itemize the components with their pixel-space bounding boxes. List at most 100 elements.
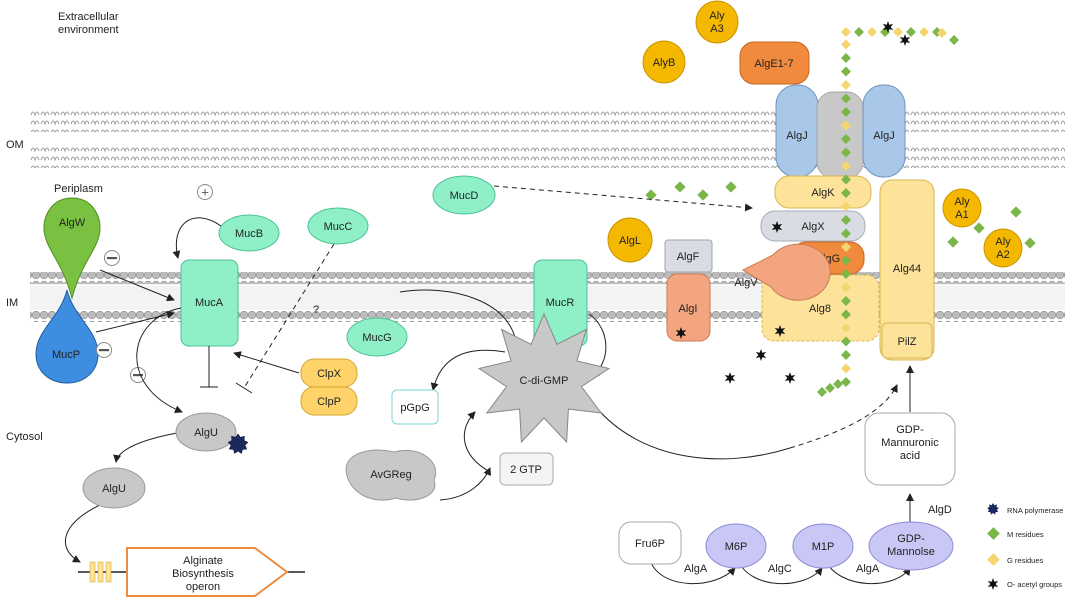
muc-b-node: MucB — [218, 214, 280, 252]
alg-j-right-label: AlgJ — [873, 130, 894, 142]
polymer-residue — [817, 387, 827, 397]
free-residues — [645, 181, 1036, 249]
aly-a1-label-line-1: A1 — [955, 209, 968, 221]
operon-label-line-2: operon — [186, 581, 220, 593]
alg-a-enzyme-label-2: AlgA — [856, 563, 880, 575]
muc-g-node: MucG — [346, 317, 408, 357]
rna-polymerase-icon — [227, 433, 249, 454]
gdp-mannose-node: GDP-Mannolse — [868, 521, 954, 571]
alg-j-left-label: AlgJ — [786, 130, 807, 142]
m1p-label: M1P — [812, 541, 835, 553]
legend-label-m-residues: M residues — [1007, 530, 1044, 539]
polymer-residue — [841, 39, 851, 50]
polymer-residue — [867, 27, 877, 37]
legend-item-m-residues: M residues — [987, 527, 1044, 540]
polymer-residue — [841, 336, 851, 347]
polymer-residue — [841, 27, 851, 37]
avgreg-node: AvGReg — [345, 449, 437, 501]
polymer-residue — [841, 134, 851, 144]
polymer-residue — [841, 120, 851, 131]
polymer-residue — [841, 201, 851, 212]
legend-label-rna-polymerase: RNA polymerase — [1007, 506, 1063, 515]
pil-z-label: PilZ — [898, 336, 917, 348]
alg-i-node: AlgI — [666, 273, 711, 342]
pgpg-label: pGpG — [400, 402, 429, 414]
fru6p-node: Fru6P — [618, 521, 682, 565]
o-acetyl-groups — [675, 21, 911, 384]
gdp-mannose-label: GDP-Mannolse — [887, 533, 935, 558]
alg-c-enzyme-label: AlgC — [768, 563, 792, 575]
alg-j-left-node: AlgJ — [775, 84, 819, 178]
free-residue — [645, 189, 657, 201]
polymer-residue — [841, 255, 851, 266]
polymer-residue — [841, 161, 851, 171]
pil-z-node: PilZ — [881, 322, 933, 359]
polymer-residue — [841, 350, 851, 360]
muc-b-label: MucB — [235, 228, 263, 240]
alg-k-label: AlgK — [811, 187, 835, 199]
aly-a3-label-line-1: A3 — [710, 23, 723, 35]
muc-a-label: MucA — [195, 297, 224, 309]
polymer-residue — [833, 379, 843, 389]
region-extracellular-line-1: environment — [58, 24, 119, 36]
regulatory-arrows — [64, 185, 914, 585]
question-mark: ? — [313, 304, 319, 316]
alg-u-free-label: AlgU — [102, 483, 126, 495]
o-acetyl-icon — [882, 21, 894, 33]
polymer-residue — [841, 66, 851, 77]
muc-d-label: MucD — [450, 190, 479, 202]
plus-sign: + — [197, 184, 213, 200]
alg-k-node: AlgK — [774, 175, 872, 209]
legend-item-g-residues: G residues — [987, 553, 1044, 566]
alg-f-node: AlgF — [664, 239, 713, 273]
c-di-gmp-node: C-di-GMP — [477, 312, 611, 444]
legend-item-rna-polymerase: RNA polymerase — [987, 503, 1063, 515]
muc-g-label: MucG — [362, 332, 391, 344]
gdp-mannuronic-label-line-1: Mannuronic — [881, 437, 939, 449]
polymer-residue — [841, 53, 851, 63]
clp-p-node: ClpP — [300, 386, 358, 416]
m6p-label: M6P — [725, 541, 748, 553]
gdp-mannose-label-line-1: Mannolse — [887, 546, 935, 558]
polymer-residue — [949, 35, 959, 45]
pgpg-node: pGpG — [391, 389, 439, 425]
polymer-residue — [841, 174, 851, 185]
alg-w-label: AlgW — [59, 217, 86, 229]
c-di-gmp-label: C-di-GMP — [520, 375, 569, 387]
region-extracellular-line-0: Extracellular — [58, 11, 119, 23]
o-acetyl-icon — [724, 372, 736, 384]
alg-x-label: AlgX — [801, 221, 825, 233]
polymer-residue — [841, 93, 851, 104]
alg-u-membrane-node: AlgU — [175, 412, 237, 452]
region-im: IM — [6, 297, 18, 309]
alg-l-label: AlgL — [619, 235, 641, 247]
alg-a-enzyme-label-1: AlgA — [684, 563, 708, 575]
region-om: OM — [6, 139, 24, 151]
alginate-polymer-chain — [817, 27, 959, 397]
alg-44-label: Alg44 — [893, 263, 921, 275]
polymer-residue — [841, 228, 851, 239]
clp-x-node: ClpX — [300, 358, 358, 388]
free-residue — [725, 181, 737, 193]
free-residue — [1024, 237, 1036, 249]
o-acetyl-icon — [771, 221, 783, 233]
alg-i-label: AlgI — [679, 303, 698, 315]
polymer-residue — [841, 242, 851, 252]
polymer-residue — [825, 383, 835, 393]
polymer-residue — [841, 323, 851, 333]
alg-v-node: AlgV — [734, 243, 831, 301]
polymer-residue — [841, 309, 851, 320]
minus-sign-mucp — [96, 342, 112, 358]
outer-membrane — [30, 108, 1065, 170]
polymer-residue — [841, 80, 851, 90]
operon-label-line-1: Biosynthesis — [172, 568, 234, 580]
aly-b-label: AlyB — [653, 57, 676, 69]
